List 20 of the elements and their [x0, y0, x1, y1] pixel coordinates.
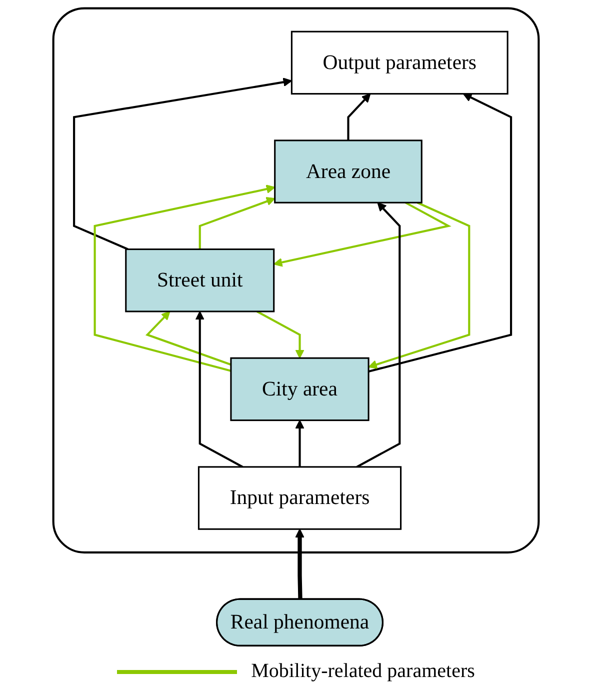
- arrow: [195, 311, 244, 468]
- arrow: [145, 311, 232, 366]
- node-box: Street unit: [125, 248, 275, 312]
- arrow: [94, 184, 276, 372]
- arrow: [295, 528, 304, 600]
- node-box: Area zone: [274, 140, 422, 204]
- arrow: [273, 202, 452, 267]
- arrow: [73, 78, 292, 250]
- node-box: City area: [230, 357, 370, 422]
- cluster: [52, 7, 540, 554]
- node-box: Output parameters: [290, 30, 508, 95]
- arrow: [368, 202, 470, 369]
- node-box: Input parameters: [198, 466, 402, 530]
- arrow: [368, 93, 512, 372]
- legend-text: Mobility-related parameters: [251, 660, 475, 683]
- arrow: [356, 202, 401, 468]
- arrow: [256, 310, 304, 358]
- arrow: [198, 197, 276, 250]
- arrow: [295, 420, 304, 467]
- arrow: [347, 93, 371, 140]
